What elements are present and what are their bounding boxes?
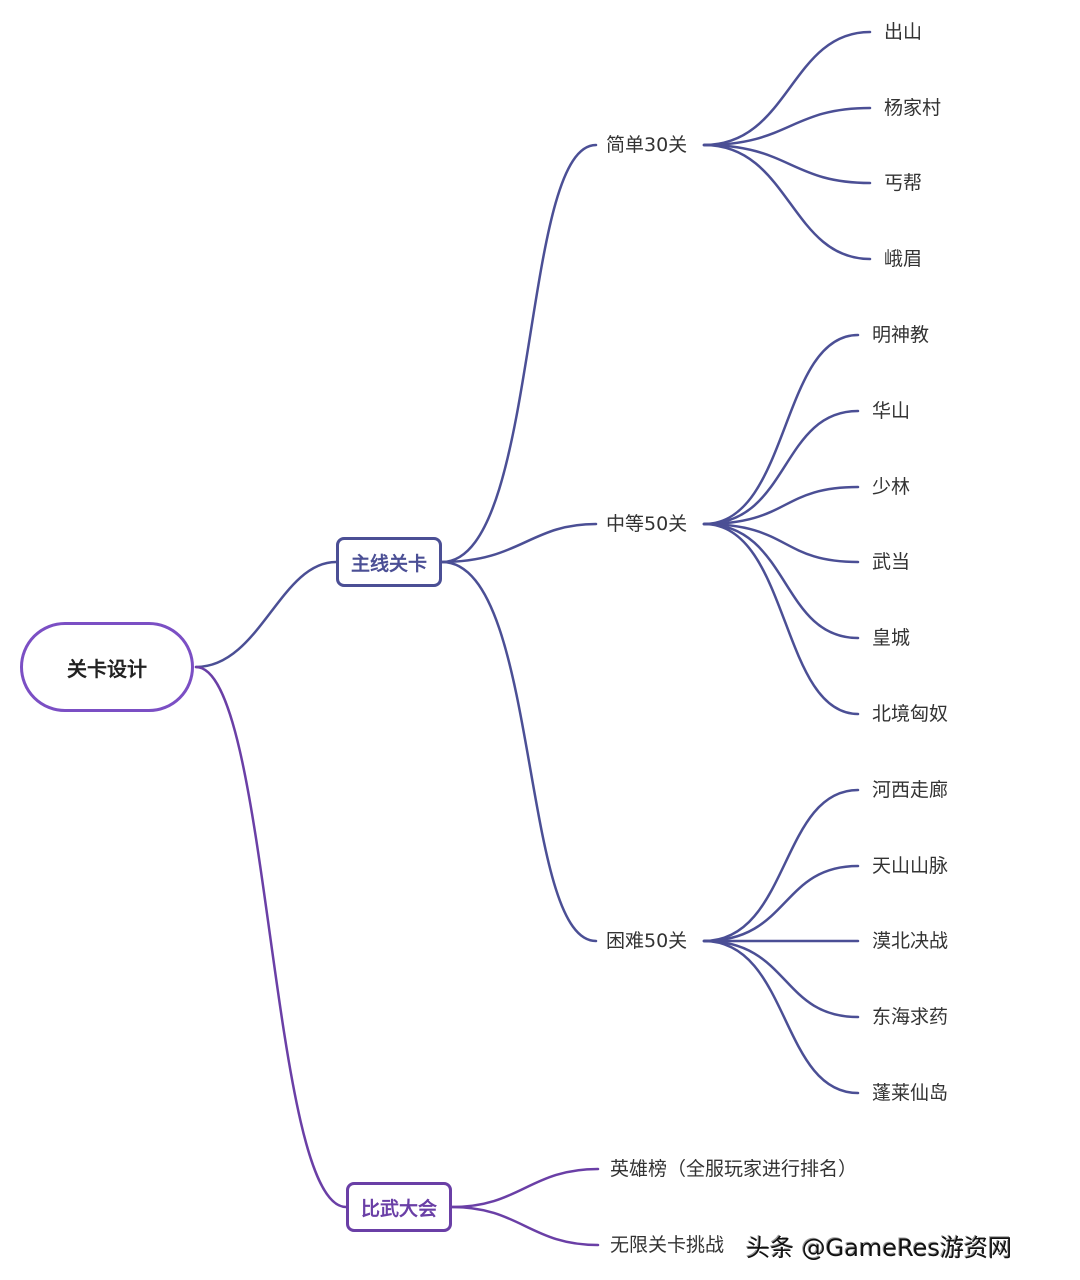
group-easy[interactable]: 简单30关 [606,134,688,156]
leaf-node[interactable]: 英雄榜（全服玩家进行排名） [610,1158,858,1180]
leaf-node[interactable]: 武当 [872,551,911,573]
leaf-node[interactable]: 杨家村 [884,97,942,119]
group-medium[interactable]: 中等50关 [606,513,688,535]
leaf-node[interactable]: 峨眉 [884,248,923,270]
leaf-node[interactable]: 丐帮 [884,172,923,194]
branch-contest-label: 比武大会 [360,1197,437,1220]
branch-main-levels[interactable]: 主线关卡 [336,537,442,587]
leaf-node[interactable]: 东海求药 [872,1006,949,1028]
watermark: 头条 @GameRes游资网 [746,1234,1012,1262]
group-hard[interactable]: 困难50关 [606,930,688,952]
branch-contest[interactable]: 比武大会 [346,1182,452,1232]
leaf-node[interactable]: 北境匈奴 [872,703,949,725]
leaf-node[interactable]: 天山山脉 [872,855,949,877]
branch-main-label: 主线关卡 [350,552,427,575]
leaf-node[interactable]: 河西走廊 [872,779,949,801]
leaf-node[interactable]: 华山 [872,400,911,422]
leaf-node[interactable]: 无限关卡挑战 [610,1234,725,1256]
leaf-node[interactable]: 漠北决战 [872,930,949,952]
root-label: 关卡设计 [67,656,147,681]
leaf-node[interactable]: 皇城 [872,627,911,649]
link-root-contest [194,665,348,1209]
root-node[interactable]: 关卡设计 [20,622,194,712]
leaf-node[interactable]: 出山 [884,21,923,43]
leaf-node[interactable]: 明神教 [872,324,930,346]
link-root-main [194,560,338,669]
leaf-node[interactable]: 蓬莱仙岛 [872,1082,949,1104]
leaf-node[interactable]: 少林 [872,476,911,498]
